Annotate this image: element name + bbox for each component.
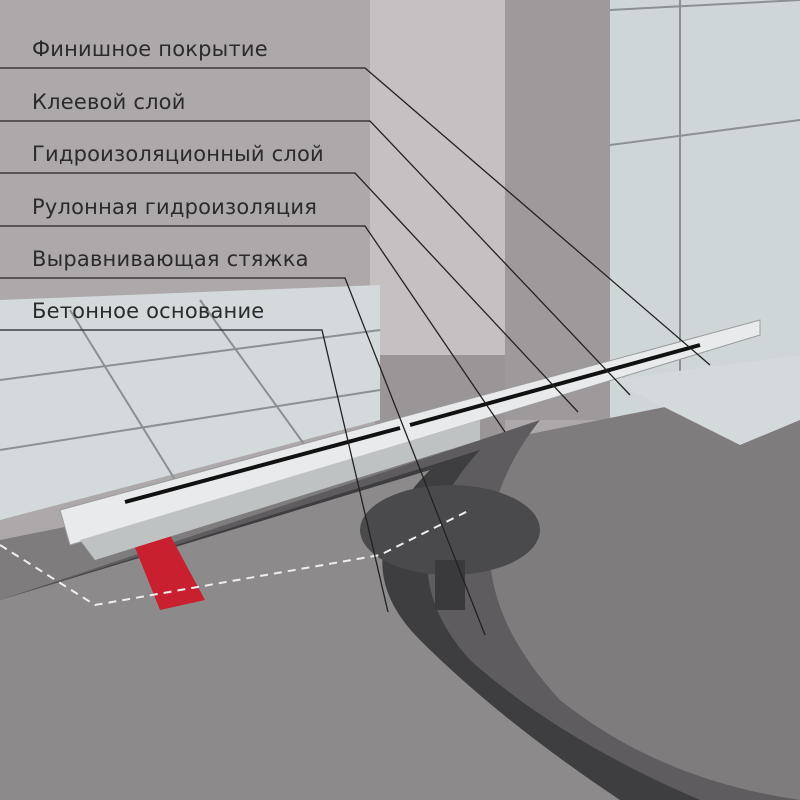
wall-edge: [505, 0, 615, 420]
label-leveling-screed: Выравнивающая стяжка: [32, 247, 309, 271]
installation-outline: [0, 509, 471, 607]
leader-line-finish: [0, 67, 711, 366]
leader-line-membrane: [0, 225, 506, 433]
drain-siphon: [360, 485, 540, 575]
floor-tiles-right: [610, 355, 800, 445]
red-support-leg: [130, 535, 205, 610]
floor-tiles-left: [0, 285, 380, 520]
leader-lines: [0, 67, 711, 636]
leveling-screed: [0, 470, 620, 800]
drain-channel-side: [80, 420, 480, 560]
drain-slot: [409, 343, 701, 427]
leader-line-adhesive: [0, 120, 631, 396]
drain-slot: [124, 426, 401, 504]
label-adhesive-layer: Клеевой слой: [32, 90, 186, 114]
wall-column: [370, 0, 510, 420]
leader-line-screed: [0, 277, 486, 636]
label-finish-coating: Финишное покрытие: [32, 37, 268, 61]
label-roll-waterproofing: Рулонная гидроизоляция: [32, 195, 318, 219]
leader-line-concrete: [0, 329, 389, 613]
label-waterproofing-layer: Гидроизоляционный слой: [32, 142, 324, 166]
label-concrete-base: Бетонное основание: [32, 299, 265, 323]
leader-line-waterproofing: [0, 172, 579, 413]
